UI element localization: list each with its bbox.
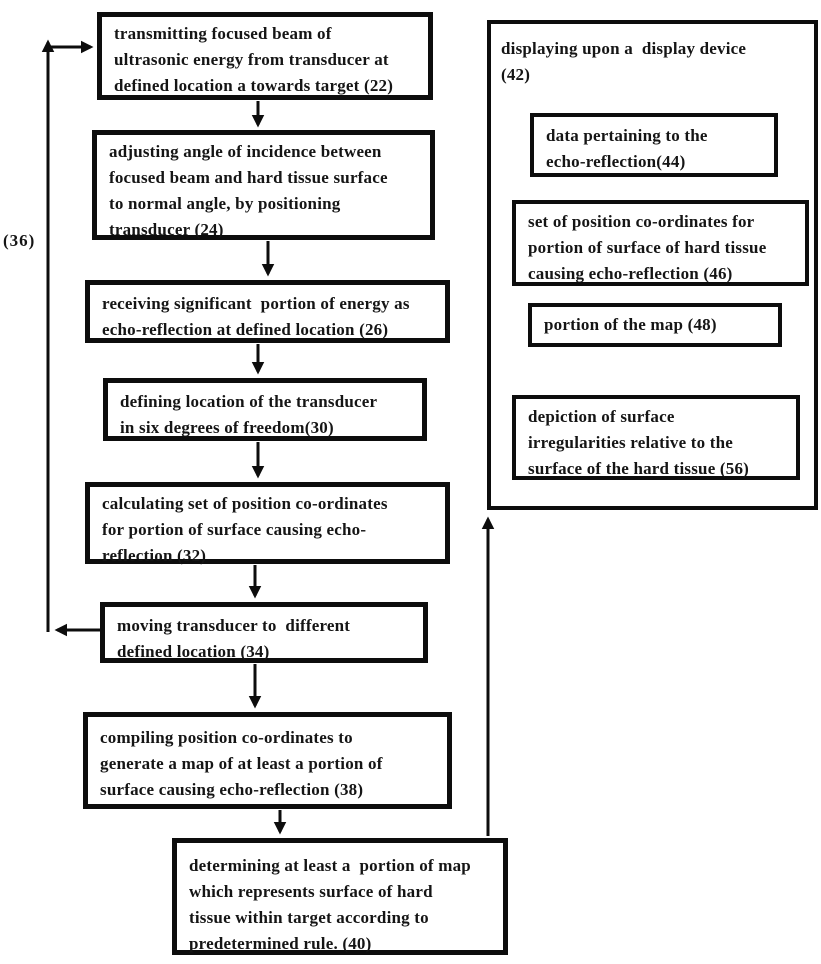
flow-step-adjusting-24: adjusting angle of incidence between foc… <box>92 130 435 240</box>
display-panel-title: displaying upon a display device (42) <box>501 39 747 84</box>
display-item-irregularities-56: depiction of surface irregularities rela… <box>512 395 800 480</box>
flow-step-calculating-32: calculating set of position co-ordinates… <box>85 482 450 565</box>
flow-step-compiling-38: compiling position co-ordinates to gener… <box>83 712 452 809</box>
flow-step-moving-34: moving transducer to different defined l… <box>100 602 428 663</box>
flow-step-defining-30: defining location of the transducer in s… <box>103 378 427 441</box>
flow-step-transmitting-22: transmitting focused beam of ultrasonic … <box>97 12 433 100</box>
display-item-data-44: data pertaining to the echo-reflection(4… <box>530 113 778 177</box>
display-panel-42: displaying upon a display device (42) da… <box>487 20 818 510</box>
display-item-coordinates-46: set of position co-ordinates for portion… <box>512 200 809 286</box>
flow-step-determining-40: determining at least a portion of map wh… <box>172 838 508 955</box>
display-item-map-portion-48: portion of the map (48) <box>528 303 782 347</box>
feedback-loop-label: (36) <box>3 231 36 250</box>
flow-step-receiving-26: receiving significant portion of energy … <box>85 280 450 343</box>
